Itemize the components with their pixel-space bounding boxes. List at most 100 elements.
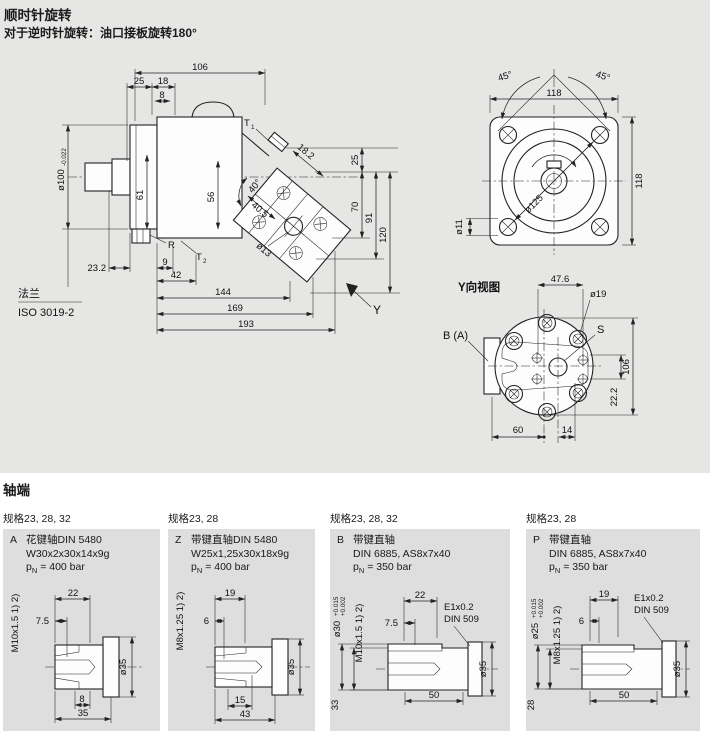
dim-dia11: ø11 [454,219,465,235]
dim-d2: 6 [204,616,209,627]
dim-height: 33 [330,700,341,711]
dim-106: 106 [192,62,208,73]
side-view-dimensions: 106 25 18 8 ø100 -0.022 61 56 40° 40.5 ø… [18,62,400,334]
dim-144: 144 [215,287,231,298]
dim-118-width: 118 [546,88,561,99]
dim-height: 28 [526,700,537,711]
shaft-spec: W25x1,25x30x18x9g [191,547,290,560]
shaft-B-drawing: ø30 +0.015 +0.002 M10x1.5 1) 2) 33 22 7.… [330,590,498,711]
panel-Z-sizes: 规格23, 28 [168,513,219,525]
undercut-note-1: E1x0.2 [444,602,474,613]
dim-d1: 19 [225,588,236,599]
dim-dia35: ø35 [672,661,683,677]
dim-106-yview: 106 [621,359,632,375]
front-view-geometry [482,105,626,255]
shaft-title: 带键直轴 [353,534,395,546]
dim-dia35: ø35 [118,659,129,675]
dim-dia35: ø35 [478,661,489,677]
dim-d4: 43 [240,709,251,720]
dim-d4: 50 [429,690,440,701]
thread-spec: M8x1.25 1) 2) [175,592,186,651]
port-label-R: R [168,240,175,251]
dim-d3: 8 [79,694,84,705]
dim-193: 193 [238,319,254,330]
dim-d3: 15 [235,695,246,706]
port-label-T1: T [244,118,250,129]
y-view-dimensions: 47.6 ø19 B (A) S 106 22.2 60 14 [443,274,638,441]
pressure-rating: = 350 bar [367,561,412,574]
shaft-A-drawing: M10x1.5 1) 2) 22 7.5 ø35 8 35 [10,588,143,723]
shaft-code: Z [175,534,182,546]
dim-120: 120 [378,227,389,243]
dim-25-right: 25 [350,155,361,166]
pressure-rating: = 400 bar [40,561,85,574]
svg-text:+0.015: +0.015 [333,596,340,616]
pressure-rating: = 400 bar [205,561,250,574]
y-view-title: Y向视图 [458,280,500,294]
view-Y-label: Y [373,303,381,317]
shaft-title: 带键直轴DIN 5480 [191,534,278,546]
shaft-dia-tol: ø30 [332,621,343,637]
shaft-panel-Z: 规格23, 28 Z 带键直轴DIN 5480 W25x1,25x30x18x9g… [168,511,315,731]
dim-60: 60 [513,425,524,436]
y-view-bolt-holes [504,313,588,422]
y-direction-view: Y向视图 47.6 ø19 B (A) S [443,274,638,443]
dim-dia100: ø100 [56,169,67,191]
dim-14: 14 [562,425,573,436]
port-S-hole [548,357,568,377]
dim-45-right: 45° [594,69,611,84]
dim-dia19: ø19 [590,289,606,300]
dim-70: 70 [350,202,361,213]
dim-d1: 22 [68,588,79,599]
dim-d2: 6 [579,616,584,627]
svg-text:+0.002: +0.002 [340,596,347,616]
page-title: 顺时针旋转 [4,8,72,23]
svg-text:+0.015: +0.015 [531,598,538,618]
flange-bolt-holes [498,125,610,237]
dim-d4: 35 [78,708,89,719]
panel-B-sizes: 规格23, 28, 32 [330,513,398,525]
svg-text:+0.002: +0.002 [538,598,545,618]
shaft-spec: DIN 6885, AS8x7x40 [353,547,451,560]
port-label-S: S [597,324,604,336]
dim-118-height: 118 [634,173,645,188]
flange-standard: ISO 3019-2 [18,307,74,319]
thread-spec: M10x1.5 1) 2) [10,594,21,653]
shaft-title: 带键直轴 [549,534,591,546]
shaft-P-drawing: ø25 +0.015 +0.002 M8x1.25 1) 2) 28 19 6 … [526,589,690,711]
dim-56: 56 [206,192,217,203]
dim-45-left: 45° [497,69,514,84]
flange-front-view: ø125 45° 45° 118 118 ø11 [454,69,645,255]
shaft-title: 花键轴DIN 5480 [26,534,102,546]
dim-91: 91 [364,213,375,224]
shaft-code: B [337,534,345,546]
dim-47-6: 47.6 [551,274,570,285]
port-T1-stub [267,131,290,153]
dim-9: 9 [162,257,167,268]
pump-side-view: 106 25 18 8 ø100 -0.022 61 56 40° 40.5 ø… [18,62,400,334]
page-subtitle: 对于逆时针旋转：油口接板旋转180° [4,26,197,40]
view-Y-arrow [346,283,358,297]
dim-d1: 19 [599,589,610,600]
dim-d2: 7.5 [36,616,49,627]
panel-A-sizes: 规格23, 28, 32 [3,513,71,525]
dim-61: 61 [135,190,146,201]
dim-169: 169 [227,303,243,314]
shaft-code: P [533,534,541,546]
shaft-ends-heading: 轴端 [3,483,30,498]
dim-18-2: 18.2 [295,142,316,162]
port-label-BA: B (A) [443,330,468,342]
dim-dia35: ø35 [286,659,297,675]
y-view-geometry [483,309,602,443]
flange-note: 法兰 [18,286,40,300]
undercut-note-2: DIN 509 [444,614,479,625]
y-view-small-holes [531,352,589,385]
